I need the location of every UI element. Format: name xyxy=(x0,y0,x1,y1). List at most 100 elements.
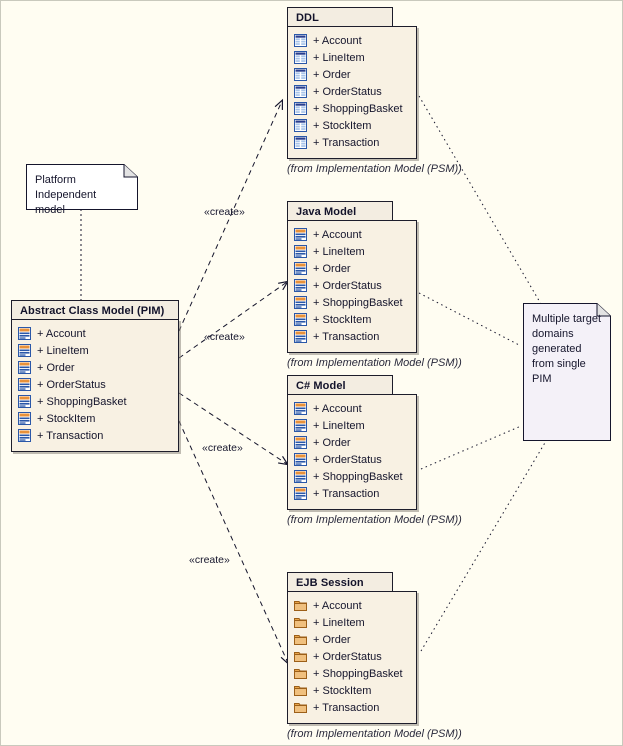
table-icon xyxy=(294,51,307,64)
folder-icon xyxy=(294,686,307,696)
table-member[interactable]: + OrderStatus xyxy=(294,83,410,100)
class-member-label: + Order xyxy=(313,436,351,449)
class-member-label: + ShoppingBasket xyxy=(313,296,403,309)
table-member-label: + Transaction xyxy=(313,136,380,149)
class-member-label: + LineItem xyxy=(37,344,89,357)
stereotype-label-create-ddl: «create» xyxy=(204,206,245,218)
class-member[interactable]: + Transaction xyxy=(18,427,172,444)
class-member-label: + Account xyxy=(37,327,86,340)
class-member-label: + Order xyxy=(313,262,351,275)
class-member[interactable]: + ShoppingBasket xyxy=(294,294,410,311)
note-multiple-target-domains[interactable]: Multiple target domains generated from s… xyxy=(523,303,611,441)
class-member[interactable]: + ShoppingBasket xyxy=(18,393,172,410)
class-member[interactable]: + StockItem xyxy=(18,410,172,427)
table-member[interactable]: + Order xyxy=(294,66,410,83)
class-member[interactable]: + Account xyxy=(294,226,410,243)
class-member-label: + LineItem xyxy=(313,245,365,258)
class-icon xyxy=(294,436,307,449)
package-title: Abstract Class Model (PIM) xyxy=(20,304,165,317)
session-member-label: + ShoppingBasket xyxy=(313,667,403,680)
session-member[interactable]: + Account xyxy=(294,597,410,614)
class-icon xyxy=(294,419,307,432)
session-member[interactable]: + Order xyxy=(294,631,410,648)
dependency-pim-to-ejb xyxy=(178,420,290,666)
package-header[interactable]: Abstract Class Model (PIM) xyxy=(11,300,179,320)
class-icon xyxy=(18,327,31,340)
class-member[interactable]: + OrderStatus xyxy=(294,451,410,468)
session-member[interactable]: + LineItem xyxy=(294,614,410,631)
class-member-label: + LineItem xyxy=(313,419,365,432)
table-icon xyxy=(294,136,307,149)
dependency-pim-to-java xyxy=(178,280,290,359)
session-member[interactable]: + Transaction xyxy=(294,699,410,716)
class-member[interactable]: + Order xyxy=(294,260,410,277)
session-member-label: + Order xyxy=(313,633,351,646)
table-icon xyxy=(294,102,307,115)
class-member[interactable]: + LineItem xyxy=(294,243,410,260)
table-member[interactable]: + ShoppingBasket xyxy=(294,100,410,117)
package-header[interactable]: Java Model xyxy=(287,201,393,221)
package-title: Java Model xyxy=(296,205,357,218)
note-platform-independent-model[interactable]: Platform Independent model xyxy=(26,164,138,216)
class-member-label: + Account xyxy=(313,402,362,415)
package-ddl[interactable]: DDL + Account xyxy=(287,7,462,175)
note-shape xyxy=(26,164,138,210)
session-member[interactable]: + ShoppingBasket xyxy=(294,665,410,682)
package-body: + Account + LineItem + Order xyxy=(287,591,417,724)
folder-icon xyxy=(294,635,307,645)
class-member[interactable]: + LineItem xyxy=(294,417,410,434)
class-member[interactable]: + LineItem xyxy=(18,342,172,359)
package-ejb-session[interactable]: EJB Session + Account + LineItem xyxy=(287,572,462,740)
table-member[interactable]: + Account xyxy=(294,32,410,49)
note-text: Multiple target domains generated from s… xyxy=(532,313,602,385)
class-icon xyxy=(294,296,307,309)
class-icon xyxy=(294,470,307,483)
table-member[interactable]: + LineItem xyxy=(294,49,410,66)
anchor-csharp-note xyxy=(420,425,522,470)
class-member[interactable]: + Transaction xyxy=(294,485,410,502)
class-icon xyxy=(294,245,307,258)
class-icon xyxy=(294,279,307,292)
class-member-label: + Transaction xyxy=(313,330,380,343)
session-member[interactable]: + StockItem xyxy=(294,682,410,699)
class-member[interactable]: + Account xyxy=(294,400,410,417)
class-icon xyxy=(294,262,307,275)
class-member-label: + ShoppingBasket xyxy=(37,395,127,408)
class-member[interactable]: + StockItem xyxy=(294,311,410,328)
class-member[interactable]: + OrderStatus xyxy=(18,376,172,393)
table-icon xyxy=(294,68,307,81)
table-member[interactable]: + StockItem xyxy=(294,117,410,134)
class-member[interactable]: + Order xyxy=(294,434,410,451)
package-title: DDL xyxy=(296,11,319,24)
folder-icon xyxy=(294,669,307,679)
class-icon xyxy=(294,330,307,343)
class-icon xyxy=(18,378,31,391)
package-header[interactable]: C# Model xyxy=(287,375,393,395)
class-member[interactable]: + Order xyxy=(18,359,172,376)
package-header[interactable]: EJB Session xyxy=(287,572,393,592)
class-member-label: + Transaction xyxy=(37,429,104,442)
package-csharp-model[interactable]: C# Model + Account xyxy=(287,375,462,526)
package-abstract-class-model-pim[interactable]: Abstract Class Model (PIM) + Account xyxy=(11,300,179,452)
table-icon xyxy=(294,119,307,132)
class-member-label: + Account xyxy=(313,228,362,241)
class-member[interactable]: + Transaction xyxy=(294,328,410,345)
class-icon xyxy=(294,402,307,415)
class-icon xyxy=(294,453,307,466)
stereotype-label-create-csharp: «create» xyxy=(202,442,243,454)
folder-icon xyxy=(294,703,307,713)
class-member-label: + Transaction xyxy=(313,487,380,500)
package-caption: (from Implementation Model (PSM)) xyxy=(287,514,462,526)
class-icon xyxy=(18,361,31,374)
package-java-model[interactable]: Java Model + Account xyxy=(287,201,462,369)
class-member[interactable]: + ShoppingBasket xyxy=(294,468,410,485)
package-header[interactable]: DDL xyxy=(287,7,393,27)
table-member-label: + LineItem xyxy=(313,51,365,64)
session-member-label: + Transaction xyxy=(313,701,380,714)
class-member[interactable]: + Account xyxy=(18,325,172,342)
class-member[interactable]: + OrderStatus xyxy=(294,277,410,294)
note-shape xyxy=(523,303,611,441)
session-member[interactable]: + OrderStatus xyxy=(294,648,410,665)
table-member[interactable]: + Transaction xyxy=(294,134,410,151)
